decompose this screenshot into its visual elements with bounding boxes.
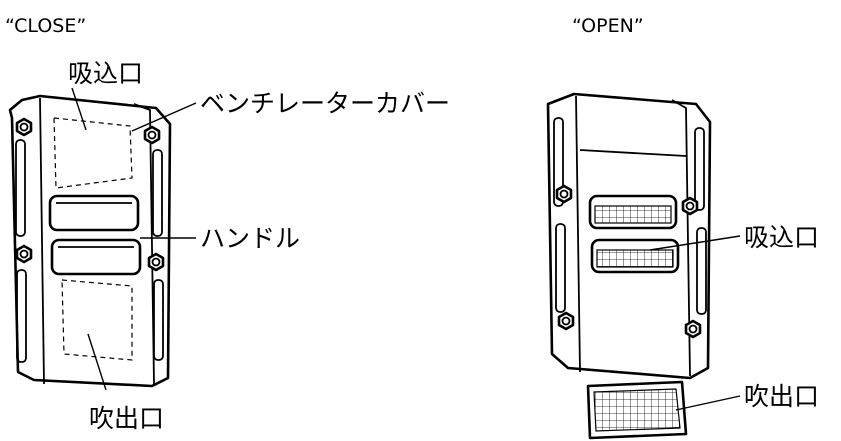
open-bolt (555, 184, 573, 204)
open-view: “OPEN” (546, 15, 819, 440)
open-intake-vent-lower (590, 238, 680, 274)
close-handle-lower (50, 238, 142, 276)
open-bolt (684, 319, 702, 339)
open-intake-label: 吸込口 (744, 223, 819, 252)
close-outlet-label: 吹出口 (89, 404, 164, 433)
close-bolt (143, 125, 161, 145)
open-bolt (681, 196, 699, 216)
close-state-label: “CLOSE” (5, 15, 86, 37)
close-outlet-leader (87, 333, 107, 391)
close-hidden-outlet (61, 279, 133, 361)
open-intake-vent-upper (588, 194, 678, 230)
open-cover-body (546, 92, 712, 380)
close-intake-label: 吸込口 (68, 59, 143, 88)
close-bolt (15, 117, 33, 137)
cover-leader (131, 102, 197, 132)
handle-label: ハンドル (200, 224, 300, 253)
close-hidden-intake (53, 117, 133, 189)
close-view: “CLOSE” (5, 15, 450, 433)
open-intake-leader (649, 235, 741, 251)
open-bolt (557, 311, 575, 331)
close-bolt (15, 244, 33, 264)
close-bolt (147, 252, 165, 272)
open-state-label: “OPEN” (572, 15, 644, 37)
close-intake-leader (71, 87, 87, 131)
cover-label: ベンチレーターカバー (200, 89, 450, 118)
open-outlet-label: 吹出口 (744, 382, 819, 411)
close-handle-upper (48, 194, 140, 232)
open-outlet-leader (675, 395, 741, 411)
open-outlet-filter (586, 380, 688, 440)
